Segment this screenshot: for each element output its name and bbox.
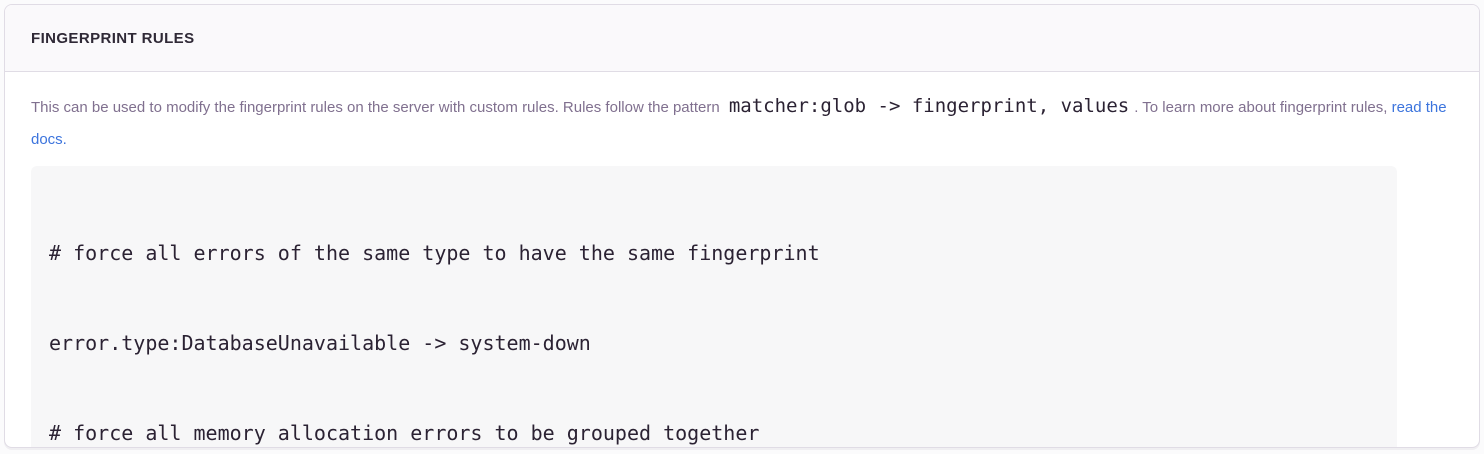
description-text-before: This can be used to modify the fingerpri… xyxy=(31,99,724,116)
panel-title: FINGERPRINT RULES xyxy=(31,29,195,47)
panel-header: FINGERPRINT RULES xyxy=(5,5,1479,72)
example-rule-line: # force all errors of the same type to h… xyxy=(49,241,820,265)
example-rules-code-block: # force all errors of the same type to h… xyxy=(31,166,1397,447)
fingerprint-rules-panel: FINGERPRINT RULES This can be used to mo… xyxy=(4,4,1480,448)
fingerprint-rules-description: This can be used to modify the fingerpri… xyxy=(31,90,1453,156)
example-rule-line: # force all memory allocation errors to … xyxy=(49,421,760,445)
example-rule-line: error.type:DatabaseUnavailable -> system… xyxy=(49,331,591,355)
read-the-docs-link[interactable]: read the docs. xyxy=(31,99,1447,148)
panel-body: This can be used to modify the fingerpri… xyxy=(5,72,1479,447)
pattern-inline-code: matcher:glob -> fingerprint, values xyxy=(728,95,1130,117)
description-text-after: . To learn more about fingerprint rules, xyxy=(1134,99,1392,116)
